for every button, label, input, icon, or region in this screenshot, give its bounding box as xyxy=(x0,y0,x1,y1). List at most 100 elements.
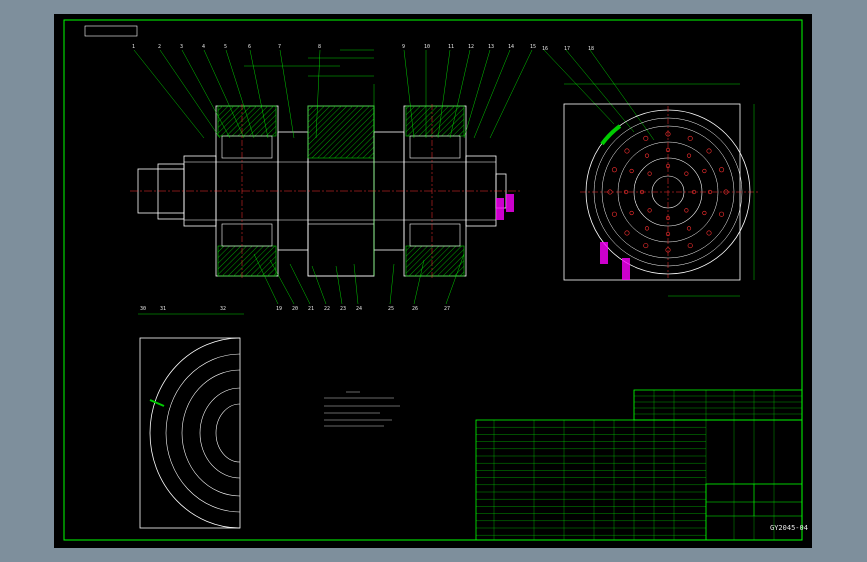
balloon-label: 30 xyxy=(140,306,146,312)
balloon-label: 10 xyxy=(424,44,430,50)
bom-rows xyxy=(476,390,802,540)
leader-line xyxy=(269,259,295,305)
bolt-hole xyxy=(665,215,671,221)
balloon-label: 24 xyxy=(356,306,362,312)
bolt-hole xyxy=(687,243,693,249)
balloon-label: 23 xyxy=(340,306,346,312)
title-block: GY2045-04 xyxy=(705,483,808,541)
side-view-flange xyxy=(563,83,758,297)
balloon-label: 4 xyxy=(202,44,205,50)
bolt-hole xyxy=(624,230,630,236)
leader-line xyxy=(565,49,635,133)
leader-line xyxy=(289,263,311,305)
bolt-hole xyxy=(665,163,671,169)
bolt-hole xyxy=(623,189,629,195)
leader-line xyxy=(203,49,245,139)
leader-line xyxy=(543,49,615,125)
leader-line xyxy=(133,49,205,139)
balloon-label: 5 xyxy=(224,44,227,50)
bolt-hole xyxy=(684,171,689,176)
detail-view xyxy=(138,313,244,529)
leader-line xyxy=(437,49,451,139)
balloon-label: 1 xyxy=(132,44,135,50)
leader-line xyxy=(389,263,395,305)
balloon-label: 27 xyxy=(444,306,450,312)
balloon-label: 8 xyxy=(318,44,321,50)
bolt-hole-pattern xyxy=(607,131,729,253)
leader-line xyxy=(335,265,343,305)
bolt-hole xyxy=(706,148,712,154)
bill-of-materials-table xyxy=(475,389,803,541)
bolt-hole xyxy=(643,135,649,141)
bolt-hole xyxy=(702,168,707,174)
bolt-hole xyxy=(624,148,630,154)
leader-line xyxy=(473,49,511,139)
bolt-hole xyxy=(611,167,617,173)
balloon-label: 11 xyxy=(448,44,454,50)
balloon-label: 7 xyxy=(278,44,281,50)
leader-line xyxy=(181,49,231,139)
balloon-label: 12 xyxy=(468,44,474,50)
leader-line xyxy=(403,49,415,139)
bolt-hole xyxy=(719,211,725,217)
leader-line xyxy=(353,263,359,305)
bolt-hole xyxy=(719,167,725,173)
balloon-labels-detail: 30 31 32 xyxy=(140,306,226,312)
bolt-hole xyxy=(629,168,634,174)
balloon-label: 21 xyxy=(308,306,314,312)
balloon-label: 17 xyxy=(564,46,570,52)
balloon-label: 9 xyxy=(402,44,405,50)
leader-line xyxy=(445,253,465,305)
bolt-hole xyxy=(611,211,617,217)
drawing-number: GY2045-04 xyxy=(770,524,808,532)
bolt-hole xyxy=(647,171,652,176)
bolt-hole xyxy=(665,131,671,137)
bolt-hole xyxy=(686,153,692,158)
balloon-label: 19 xyxy=(276,306,282,312)
bolt-hole xyxy=(629,210,634,216)
bolt-hole xyxy=(644,226,650,231)
leader-line xyxy=(413,259,425,305)
leader-line xyxy=(449,49,471,139)
bolt-hole xyxy=(702,210,707,216)
balloon-label: 31 xyxy=(160,306,166,312)
leader-line xyxy=(315,49,321,139)
leader-line xyxy=(279,49,295,139)
technical-notes xyxy=(324,391,400,427)
balloon-label: 20 xyxy=(292,306,298,312)
leader-line xyxy=(463,49,491,139)
bolt-hole xyxy=(643,243,649,249)
balloon-label: 18 xyxy=(588,46,594,52)
bolt-hole xyxy=(687,135,693,141)
balloon-label: 15 xyxy=(530,44,536,50)
bolt-hole xyxy=(665,147,671,153)
bolt-hole xyxy=(707,189,713,195)
balloon-label: 32 xyxy=(220,306,226,312)
leader-lines-bottom xyxy=(253,49,655,305)
bolt-hole xyxy=(723,189,729,195)
leader-line xyxy=(253,253,279,305)
bolt-hole xyxy=(706,230,712,236)
bolt-hole xyxy=(644,153,650,158)
balloon-label: 26 xyxy=(412,306,418,312)
leader-line xyxy=(225,49,255,139)
leader-line xyxy=(311,265,327,305)
bolt-hole xyxy=(686,226,692,231)
leader-lines-top xyxy=(133,49,533,139)
leader-line xyxy=(489,49,533,139)
bolt-hole xyxy=(665,231,671,237)
section-view-main xyxy=(130,49,522,279)
balloon-label: 14 xyxy=(508,44,514,50)
balloon-label: 13 xyxy=(488,44,494,50)
leader-line xyxy=(589,49,655,141)
balloon-label: 25 xyxy=(388,306,394,312)
balloon-labels-mid: 16 17 18 19 20 21 22 23 24 25 26 27 xyxy=(276,46,594,312)
bolt-hole xyxy=(639,189,645,195)
balloon-label: 16 xyxy=(542,46,548,52)
balloon-label: 22 xyxy=(324,306,330,312)
bolt-hole xyxy=(684,208,689,213)
